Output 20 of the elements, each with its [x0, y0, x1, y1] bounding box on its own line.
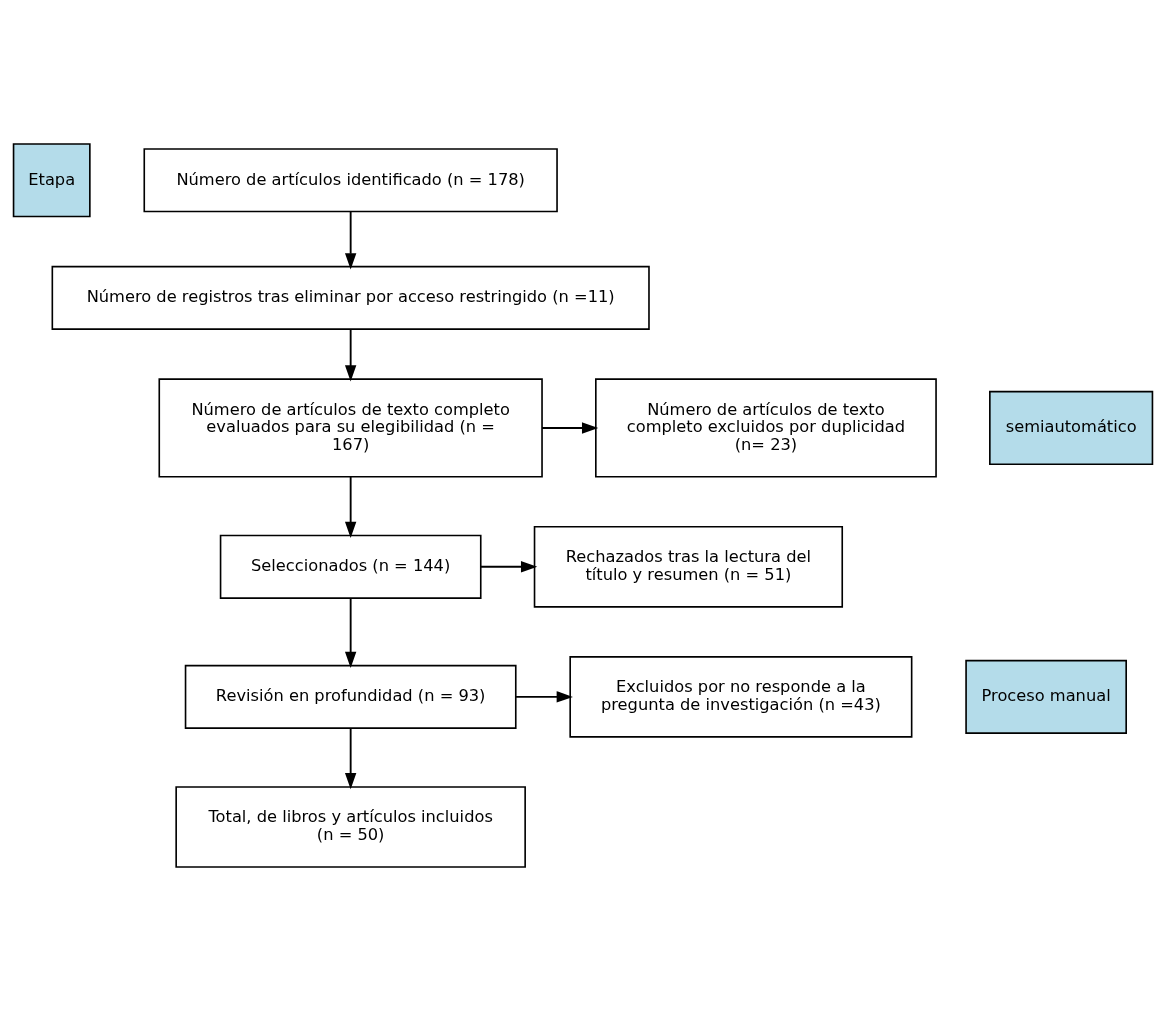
arrow	[480, 560, 538, 572]
arrow	[541, 421, 599, 434]
node-box: semiautomático	[989, 390, 1154, 465]
node-box: Número de artículos de texto completo evaluados para su elegibilidad (n = 167)	[158, 377, 543, 478]
arrow	[344, 596, 357, 668]
arrow	[344, 210, 357, 269]
node-box: Excluidos por no responde a la pregunta de investigación (n =43)	[569, 655, 913, 738]
arrow	[344, 726, 357, 789]
node-box: Número de artículos de texto completo excluidos por duplicidad (n= 23)	[595, 377, 937, 478]
node-box: Número de registros tras eliminar por acceso restringido (n =11)	[51, 265, 650, 330]
node-box: Revisión en profundidad (n = 93)	[184, 664, 517, 729]
arrow	[344, 475, 357, 538]
node-box: Número de artículos identificado (n = 178)	[143, 147, 558, 212]
node-box: Proceso manual	[965, 659, 1127, 734]
arrow	[344, 327, 357, 382]
node-box: Seleccionados (n = 144)	[219, 534, 482, 599]
node-box: Rechazados tras la lectura del título y resumen (n = 51)	[533, 525, 844, 608]
node-box: Total, de libros y artículos incluidos (n = 50)	[175, 785, 526, 868]
arrow	[515, 690, 573, 703]
node-box: Etapa	[12, 142, 91, 217]
